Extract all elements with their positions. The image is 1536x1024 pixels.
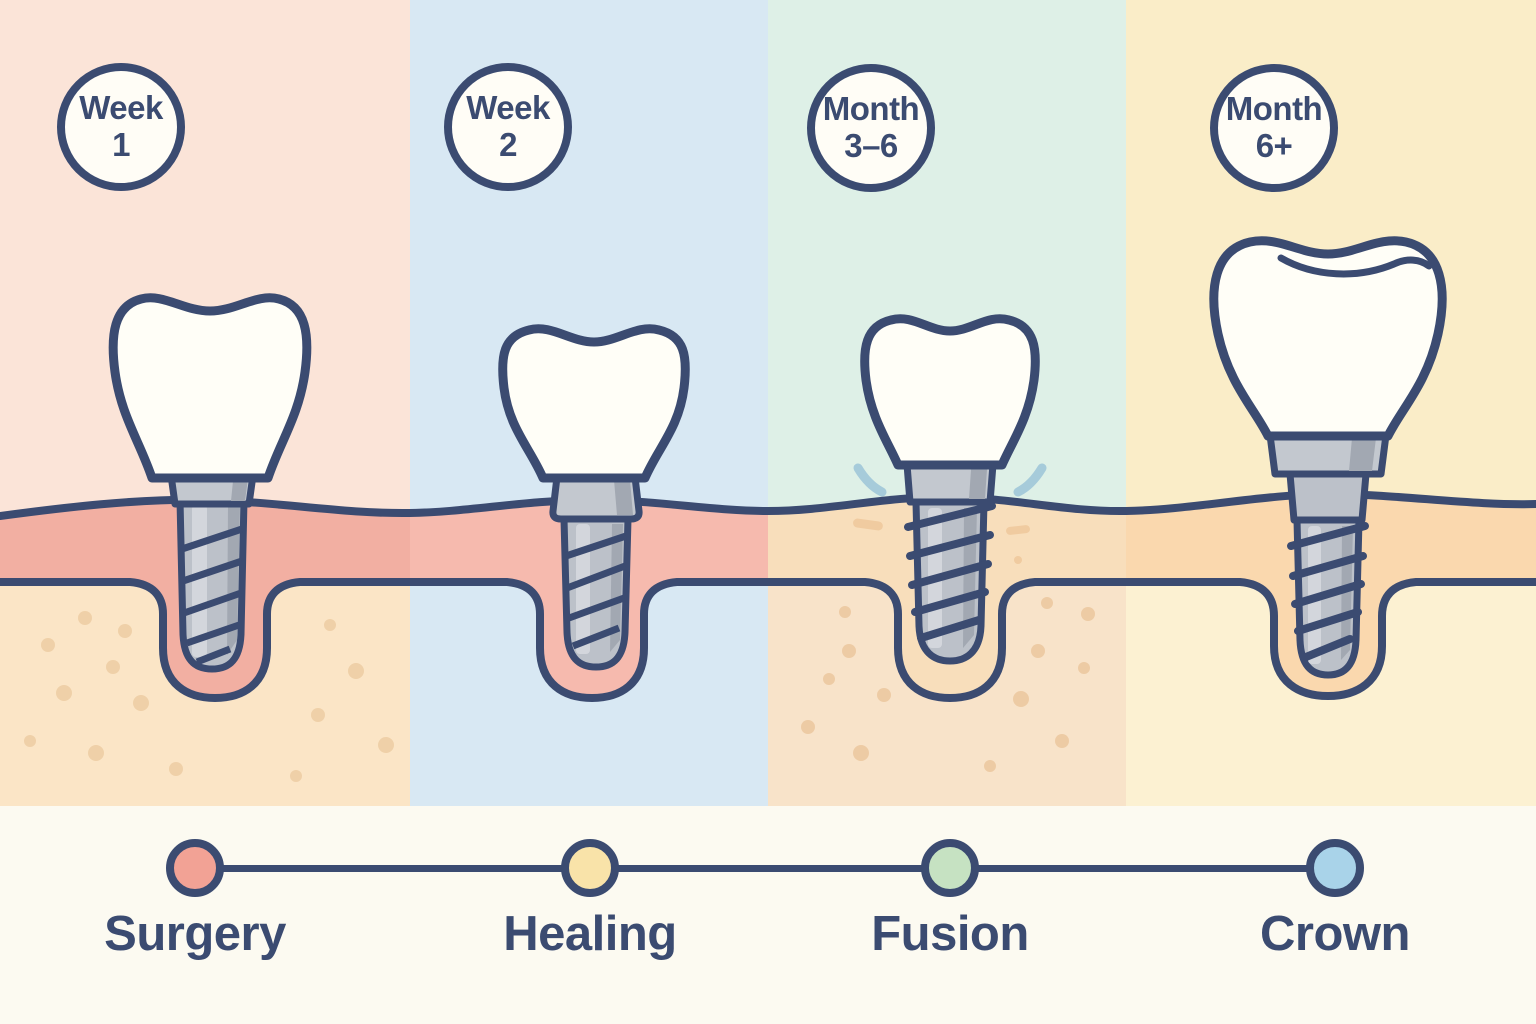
tooth-crown xyxy=(498,324,690,483)
gum-outlines xyxy=(0,489,1536,703)
badge-month-3-6-line2: 3–6 xyxy=(844,127,898,164)
tooth-crown xyxy=(860,314,1040,470)
timeline-label-fusion: Fusion xyxy=(871,907,1029,961)
timeline-footer-band xyxy=(0,806,1536,1024)
timeline-label-healing: Healing xyxy=(503,907,677,961)
badge-month-6plus: Month 6+ xyxy=(1210,64,1338,192)
fusion-marks xyxy=(853,463,1047,497)
badge-month-3-6-line1: Month xyxy=(822,90,920,128)
implant-screw xyxy=(176,496,248,673)
implant-screw xyxy=(1287,516,1369,679)
badge-month-6plus-line1: Month xyxy=(1225,90,1323,128)
timeline-line xyxy=(195,865,1335,872)
implant-screw xyxy=(904,498,996,665)
badge-week-1-line1: Week xyxy=(79,89,163,127)
timeline-dot-fusion xyxy=(921,839,979,897)
badge-week-2-line2: 2 xyxy=(499,126,517,163)
timeline-dot-crown xyxy=(1306,839,1364,897)
implant-month36 xyxy=(853,314,1047,665)
timeline-dot-healing xyxy=(561,839,619,897)
implant-screw xyxy=(560,515,632,671)
implant-abutment xyxy=(549,473,643,523)
implant-week2 xyxy=(498,324,690,671)
tooth-crown xyxy=(108,293,312,483)
badge-week-2: Week 2 xyxy=(444,63,572,191)
badge-month-3-6: Month 3–6 xyxy=(807,64,935,192)
badge-week-1: Week 1 xyxy=(57,63,185,191)
implant-month6plus xyxy=(1209,236,1447,679)
timeline-label-crown: Crown xyxy=(1260,907,1410,961)
badge-week-2-line1: Week xyxy=(466,89,550,127)
bone-dots xyxy=(24,597,1095,782)
timeline-dot-surgery xyxy=(166,839,224,897)
badge-month-6plus-line2: 6+ xyxy=(1255,127,1293,164)
badge-week-1-line2: 1 xyxy=(112,126,130,163)
tooth-crown xyxy=(1209,236,1447,441)
timeline-label-surgery: Surgery xyxy=(104,907,286,961)
crown-crease-line xyxy=(1277,254,1433,278)
implant-week1 xyxy=(108,293,312,673)
